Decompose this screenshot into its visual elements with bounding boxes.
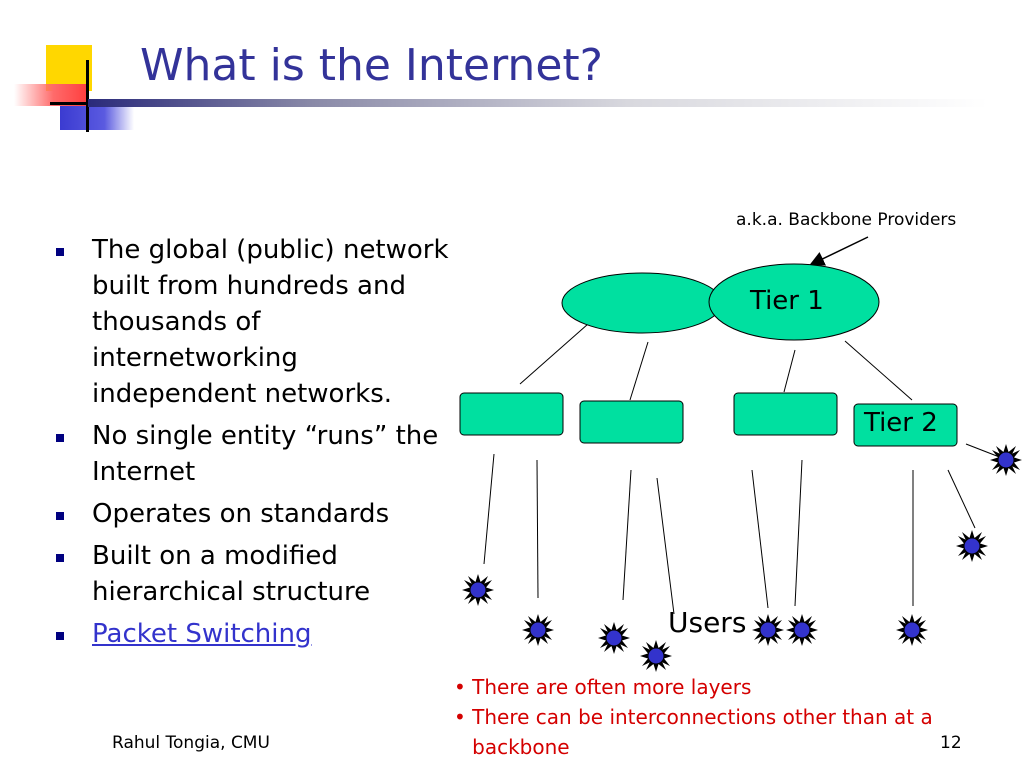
tier1-backbone-node	[561, 272, 723, 334]
bullet-text: Operates on standards	[92, 499, 390, 529]
slide-title: What is the Internet?	[140, 40, 603, 91]
note-item: • There can be interconnections other th…	[454, 702, 952, 762]
user-node-icon	[639, 639, 673, 673]
page-number: 12	[940, 733, 962, 753]
user-node-icon	[955, 529, 989, 563]
logo-horizontal-line	[50, 102, 112, 105]
logo-vertical-line	[86, 60, 89, 132]
footer-author: Rahul Tongia, CMU	[112, 733, 270, 753]
bullet-text: Built on a modified hierarchical structu…	[92, 541, 371, 607]
logo-red-bar	[14, 84, 86, 106]
note-text: There can be interconnections other than…	[472, 705, 933, 759]
bullet-square-icon	[56, 632, 64, 640]
bullet-square-icon	[56, 248, 64, 256]
user-node-icon	[597, 621, 631, 655]
bullet-item: The global (public) network built from h…	[52, 232, 452, 412]
tier2-network-node	[853, 403, 958, 447]
logo-yellow-square	[46, 45, 92, 91]
bullet-square-icon	[56, 434, 64, 442]
bullet-item: No single entity “runs” the Internet	[52, 418, 452, 490]
tier2-network-node	[579, 400, 684, 444]
tier1-tier2-links	[519, 323, 913, 401]
packet-switching-link[interactable]: Packet Switching	[92, 619, 312, 649]
backbone-annotation: a.k.a. Backbone Providers	[736, 210, 957, 230]
diagram-notes: • There are often more layers • There ca…	[454, 672, 952, 762]
tier1-backbone-node	[708, 263, 880, 341]
bullet-text: No single entity “runs” the Internet	[92, 421, 439, 487]
user-node-icon	[895, 613, 929, 647]
bullet-item: Operates on standards	[52, 496, 452, 532]
tier2-label: Tier 2	[864, 408, 938, 438]
user-node-icon	[989, 443, 1023, 477]
bullet-item: Built on a modified hierarchical structu…	[52, 538, 452, 610]
tier2-user-links	[483, 443, 1003, 615]
note-item: • There are often more layers	[454, 675, 752, 699]
tier1-label: Tier 1	[750, 286, 824, 316]
bullet-square-icon	[56, 512, 64, 520]
bullet-list: The global (public) network built from h…	[52, 232, 452, 658]
bullet-item: Packet Switching	[52, 616, 452, 652]
title-underline-rule	[88, 99, 988, 107]
annotation-arrow	[809, 236, 869, 266]
bullet-square-icon	[56, 554, 64, 562]
user-node-icon	[751, 613, 785, 647]
user-node-icon	[461, 573, 495, 607]
users-label: Users	[668, 606, 747, 639]
tier2-network-node	[733, 392, 838, 436]
user-node-icon	[785, 613, 819, 647]
logo-blue-bar	[60, 106, 134, 130]
tier2-network-node	[459, 392, 564, 436]
user-node-icon	[521, 613, 555, 647]
note-text: There are often more layers	[472, 675, 752, 699]
bullet-text: The global (public) network built from h…	[92, 235, 449, 409]
